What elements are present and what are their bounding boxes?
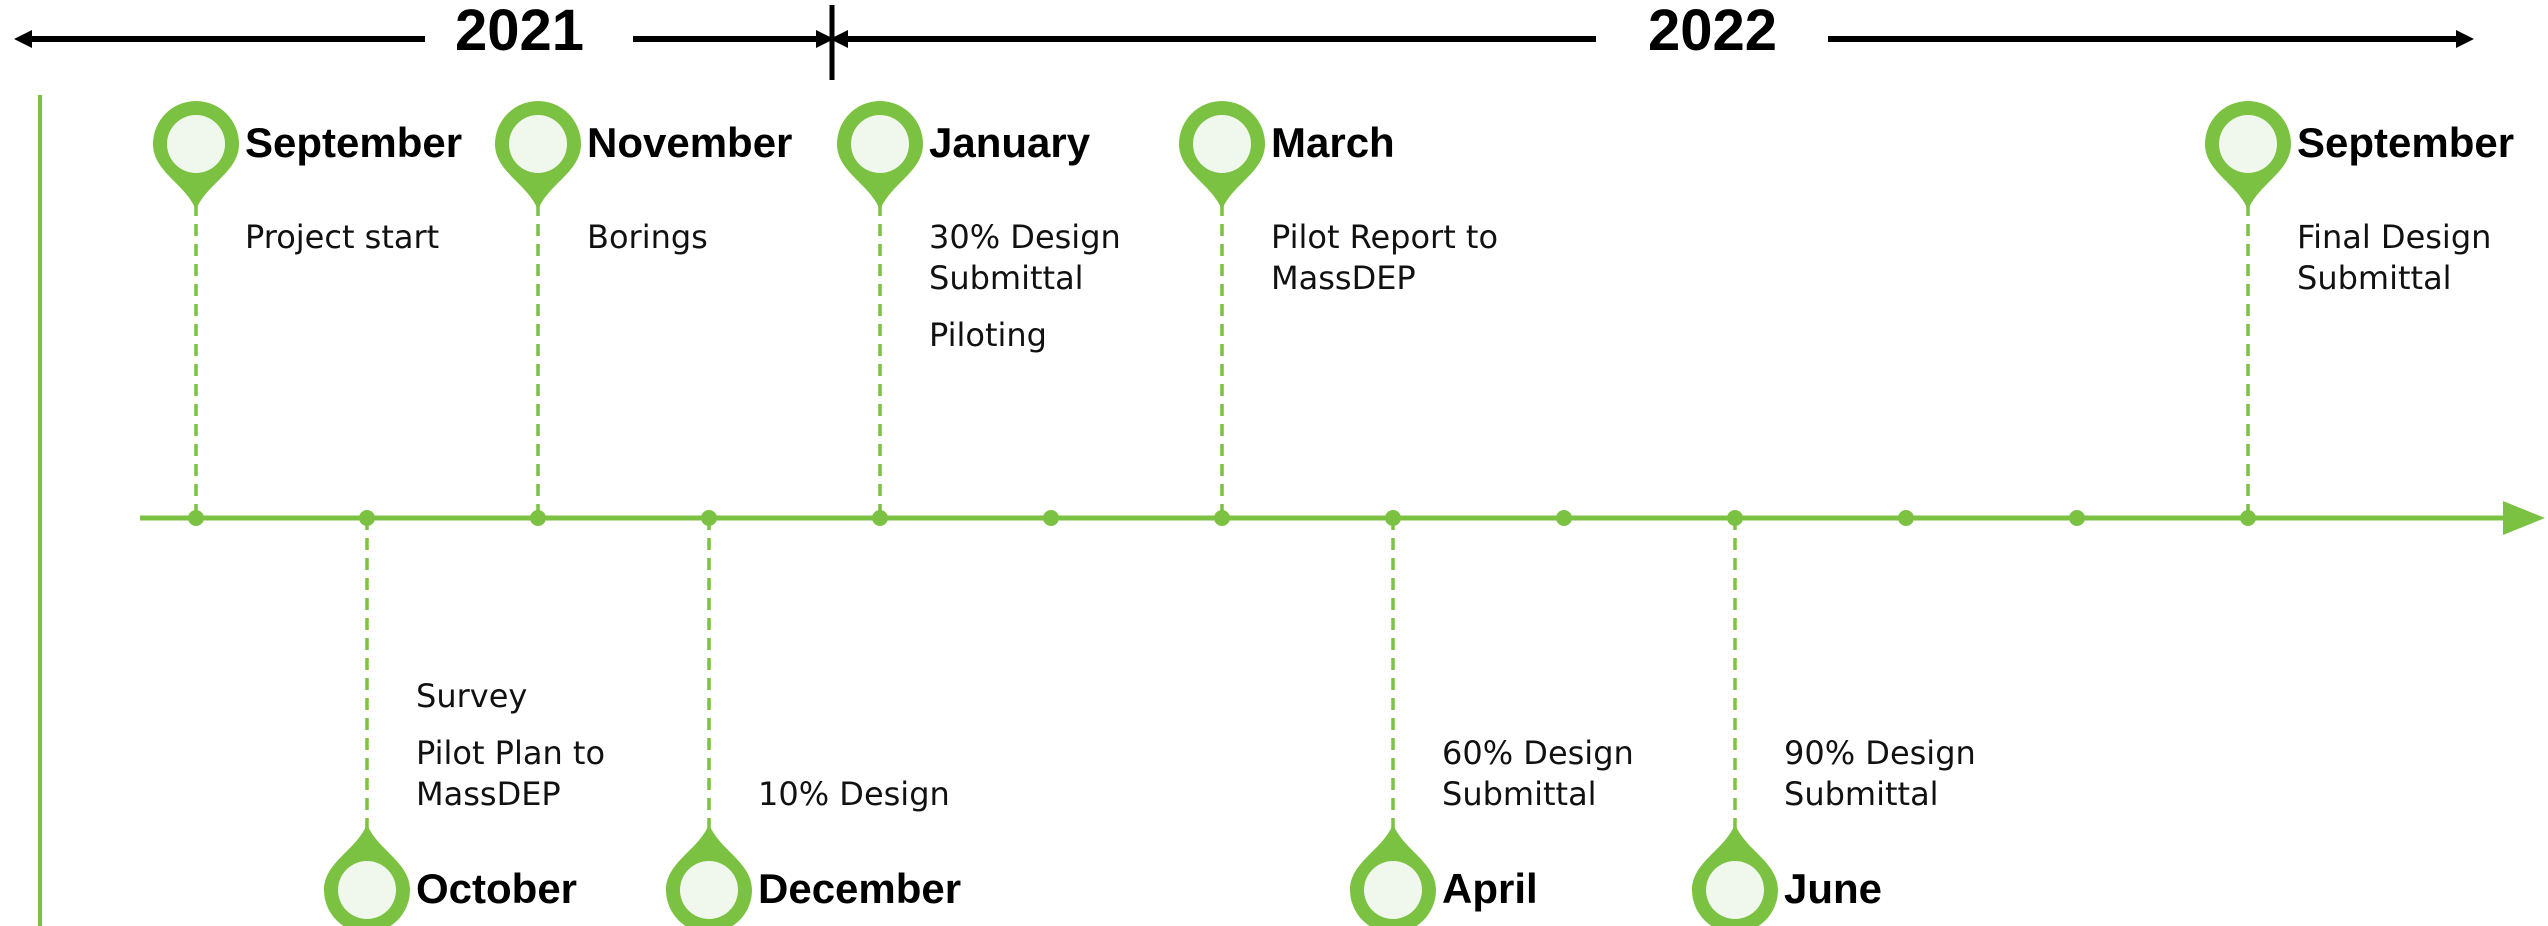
milestone-note-line: Submittal xyxy=(1442,775,1597,813)
milestone-notes: Project start xyxy=(245,217,439,258)
map-pin-center xyxy=(851,115,909,173)
milestone-notes: 10% Design xyxy=(758,774,950,815)
year-label-2022: 2022 xyxy=(1648,0,1778,63)
milestone-note-line: Project start xyxy=(245,218,440,256)
milestone-note-line: Submittal xyxy=(2297,259,2452,297)
timeline-tick-dot xyxy=(188,510,204,526)
milestone-month-label: January xyxy=(929,119,1091,166)
milestone-note-line: Submittal xyxy=(929,259,1084,297)
timeline-tick-dot xyxy=(1043,510,1059,526)
milestone-month-label: November xyxy=(587,119,793,166)
timeline-tick-dot xyxy=(2069,510,2085,526)
arrow-left-icon xyxy=(14,30,32,48)
milestone-note: Piloting xyxy=(929,315,1121,356)
timeline-tick-dot xyxy=(1556,510,1572,526)
milestone-note-line: MassDEP xyxy=(1271,259,1416,297)
milestone-note-line: Survey xyxy=(416,677,528,715)
milestone-note-line: 90% Design xyxy=(1784,734,1976,772)
milestone-month-label: June xyxy=(1784,865,1883,912)
milestone-month-label: October xyxy=(416,865,578,912)
milestone-notes: Borings xyxy=(587,217,708,258)
milestone-note-line: Pilot Report to xyxy=(1271,218,1499,256)
map-pin-center xyxy=(2219,115,2277,173)
milestone-month-label: September xyxy=(245,119,463,166)
arrow-right-icon xyxy=(816,30,834,48)
milestone-month-label: April xyxy=(1442,865,1538,912)
milestone-note-line: Final Design xyxy=(2297,218,2492,256)
milestone-note-line: Piloting xyxy=(929,316,1047,354)
map-pin-center xyxy=(509,115,567,173)
milestone-note: 10% Design xyxy=(758,774,950,815)
map-pin-center xyxy=(338,861,396,919)
map-pin-center xyxy=(680,861,738,919)
timeline-tick-dot xyxy=(1898,510,1914,526)
timeline-tick-dot xyxy=(530,510,546,526)
milestone-note-line: 10% Design xyxy=(758,775,950,813)
map-pin-center xyxy=(1193,115,1251,173)
milestone-note-line: 30% Design xyxy=(929,218,1121,256)
map-pin-center xyxy=(1706,861,1764,919)
milestone-month-label: March xyxy=(1271,119,1395,166)
arrow-right-icon xyxy=(2456,30,2474,48)
timeline-tick-dot xyxy=(1214,510,1230,526)
milestone-note-line: Pilot Plan to xyxy=(416,734,606,772)
arrow-right-icon xyxy=(2503,501,2545,535)
milestone-note: Survey xyxy=(416,676,605,717)
map-pin-center xyxy=(1364,861,1422,919)
milestone-note-line: MassDEP xyxy=(416,775,561,813)
milestone-note-line: Borings xyxy=(587,218,708,256)
milestone-note-line: 60% Design xyxy=(1442,734,1634,772)
map-pin-center xyxy=(167,115,225,173)
timeline-tick-dot xyxy=(872,510,888,526)
milestone-note-line: Submittal xyxy=(1784,775,1939,813)
milestone-note: Project start xyxy=(245,217,439,258)
arrow-left-icon xyxy=(830,30,848,48)
milestone-note: Borings xyxy=(587,217,708,258)
year-label-2021: 2021 xyxy=(455,0,585,63)
milestone-month-label: September xyxy=(2297,119,2515,166)
timeline-tick-dot xyxy=(2240,510,2256,526)
milestone-month-label: December xyxy=(758,865,962,912)
